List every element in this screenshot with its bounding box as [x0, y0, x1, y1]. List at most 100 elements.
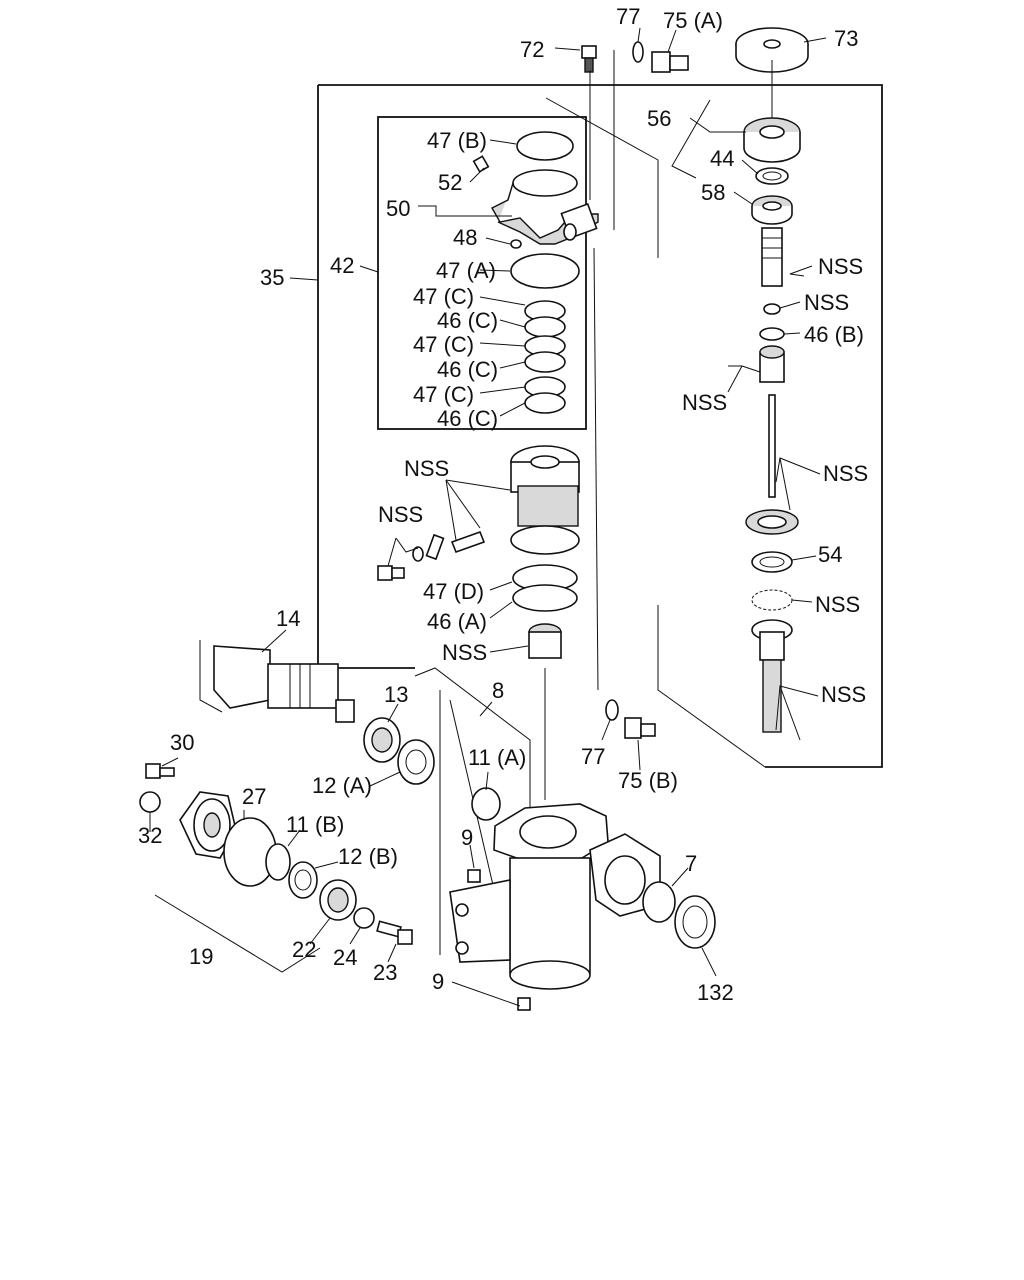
callout-nss-1: NSS — [818, 254, 863, 279]
bolt — [377, 565, 405, 581]
callout-42: 42 — [330, 253, 354, 278]
callout-nss-6: NSS — [378, 502, 423, 527]
callout-75b: 75 (B) — [618, 768, 678, 793]
callout-48: 48 — [453, 225, 477, 250]
callout-nss-3: NSS — [682, 390, 727, 415]
callout-54: 54 — [818, 542, 842, 567]
callout-47c-2: 47 (C) — [413, 332, 474, 357]
plug-72 — [581, 45, 597, 73]
gear-housing — [449, 803, 661, 990]
frame-assembly-42 — [377, 116, 587, 430]
callout-77-bottom: 77 — [581, 744, 605, 769]
bolt-23 — [376, 920, 413, 945]
callout-32: 32 — [138, 823, 162, 848]
valve-housing-50 — [491, 131, 599, 245]
callout-56: 56 — [647, 106, 671, 131]
ball-cage-54 — [751, 551, 793, 573]
race-ring — [745, 509, 799, 535]
callout-22: 22 — [292, 937, 316, 962]
seal-47a — [510, 253, 580, 289]
worm-shaft — [761, 227, 783, 287]
callout-47c-1: 47 (C) — [413, 284, 474, 309]
seal-132 — [674, 895, 716, 949]
o-ring-11b — [265, 843, 291, 881]
callout-47a: 47 (A) — [436, 258, 496, 283]
callout-35: 35 — [260, 265, 284, 290]
callout-50: 50 — [386, 196, 410, 221]
o-ring-46b — [759, 327, 785, 341]
callout-nss-2: NSS — [804, 290, 849, 315]
callout-72: 72 — [520, 37, 544, 62]
washer-77-top — [632, 41, 644, 63]
rod — [768, 394, 776, 498]
callout-nss-9: NSS — [821, 682, 866, 707]
bearing-22 — [319, 879, 357, 921]
callout-labels: 72 77 75 (A) 73 56 44 58 47 (B) 52 50 48… — [138, 4, 868, 1005]
callout-75a: 75 (A) — [663, 8, 723, 33]
callout-11a: 11 (A) — [468, 745, 526, 770]
callout-19: 19 — [189, 944, 213, 969]
o-ring-11a — [471, 787, 501, 821]
washer-44 — [755, 167, 789, 185]
callout-58: 58 — [701, 180, 725, 205]
nut-24 — [353, 907, 375, 929]
callout-nss-7: NSS — [815, 592, 860, 617]
fitting-75a — [651, 51, 689, 73]
callout-12b: 12 (B) — [338, 844, 398, 869]
ring-nut-56 — [743, 117, 801, 163]
callout-132: 132 — [697, 980, 734, 1005]
callout-46a: 46 (A) — [427, 609, 487, 634]
callout-47b: 47 (B) — [427, 128, 487, 153]
screw-shaft — [751, 619, 793, 733]
callout-24: 24 — [333, 945, 357, 970]
callout-nss-5: NSS — [823, 461, 868, 486]
bearing-13 — [363, 717, 401, 763]
callout-27: 27 — [242, 784, 266, 809]
seal-46a — [512, 584, 578, 612]
frame-assembly-35 — [317, 84, 883, 768]
callout-7: 7 — [685, 851, 697, 876]
seal-rings-stack — [524, 300, 566, 414]
nut-32 — [139, 791, 161, 813]
ball-48 — [510, 239, 522, 249]
bearing-58 — [751, 195, 793, 225]
balls-ring — [751, 589, 793, 611]
bolt-30 — [145, 763, 175, 779]
callout-46c-2: 46 (C) — [437, 357, 498, 382]
plug-9-upper — [467, 869, 481, 883]
bushing — [528, 623, 562, 659]
callout-52: 52 — [438, 170, 462, 195]
leader-lines — [149, 27, 827, 1007]
callout-13: 13 — [384, 682, 408, 707]
plug-9-lower — [517, 997, 531, 1011]
piston — [510, 445, 580, 555]
callout-11b: 11 (B) — [286, 812, 344, 837]
callout-14: 14 — [276, 606, 300, 631]
callout-8: 8 — [492, 678, 504, 703]
seal-12a — [397, 739, 435, 785]
cap-73 — [735, 27, 809, 73]
callout-47d: 47 (D) — [423, 579, 484, 604]
washer-77-bottom — [605, 699, 619, 721]
spool-piece — [759, 345, 785, 383]
callout-nss-4: NSS — [404, 456, 449, 481]
callout-46b: 46 (B) — [804, 322, 864, 347]
callout-12a: 12 (A) — [312, 773, 372, 798]
callout-44: 44 — [710, 146, 734, 171]
callout-30: 30 — [170, 730, 194, 755]
pin-52 — [472, 155, 490, 173]
callout-46c-1: 46 (C) — [437, 308, 498, 333]
cover-19 — [179, 791, 237, 859]
sector-shaft-14 — [199, 640, 355, 723]
callout-9-lower: 9 — [432, 969, 444, 994]
clip-set — [412, 530, 486, 562]
bracket-group-19 — [154, 894, 321, 973]
seal-12b — [288, 861, 318, 899]
callout-nss-8: NSS — [442, 640, 487, 665]
callout-23: 23 — [373, 960, 397, 985]
fitting-75b — [624, 717, 656, 739]
callout-77-top: 77 — [616, 4, 640, 29]
callout-9-upper: 9 — [461, 825, 473, 850]
seal-7 — [642, 881, 676, 923]
